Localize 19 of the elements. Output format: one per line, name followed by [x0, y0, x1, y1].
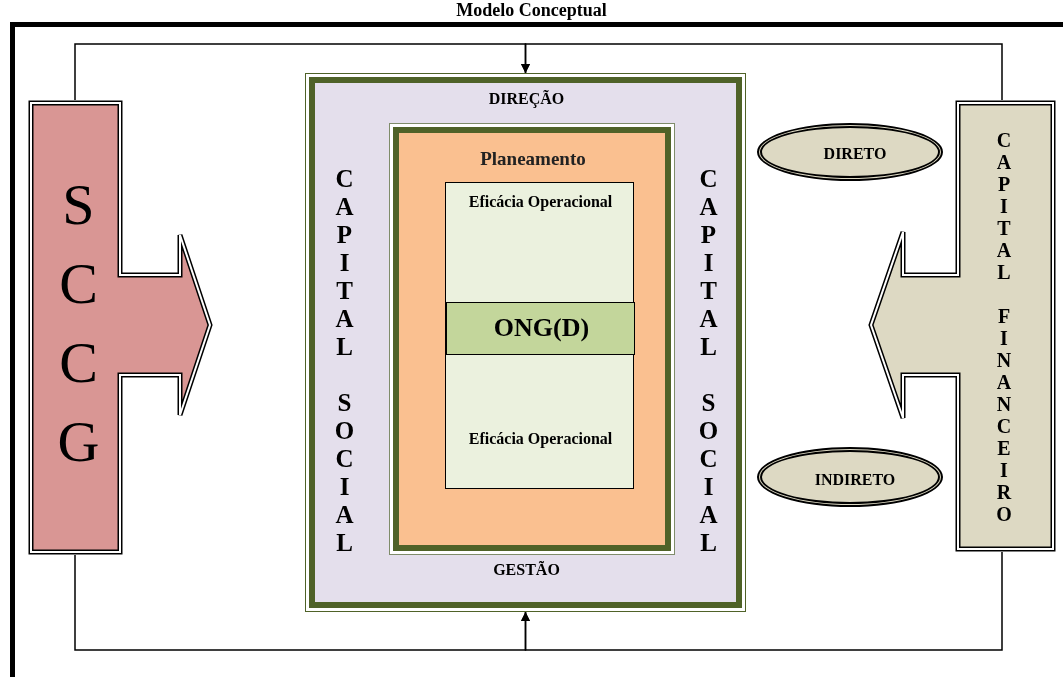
box-title: ONG(D) [492, 313, 591, 343]
framed-panel [305, 73, 746, 612]
box-text: Eficácia Operacional [467, 193, 614, 212]
text-box [445, 182, 634, 489]
vertical-label: CAPITAL SOCIAL [330, 164, 359, 559]
section-heading: GESTÃO [492, 561, 561, 580]
vertical-label: CAPITAL SOCIAL [694, 164, 723, 559]
text-box [446, 302, 635, 355]
framed-panel [389, 123, 675, 555]
box-heading: Planeamento [479, 148, 587, 170]
oval-label: INDIRETO [813, 471, 897, 490]
box-text: Eficácia Operacional [467, 430, 614, 449]
connector-arrow [521, 43, 1003, 101]
title: Modelo Conceptual [455, 0, 608, 20]
section-heading: DIREÇÃO [487, 90, 566, 109]
vertical-label: SCCG [48, 171, 108, 490]
vertical-label: CAPITAL FINANCEIRO [992, 128, 1016, 527]
oval-label: DIRETO [822, 145, 888, 164]
connector-arrow [521, 551, 1003, 651]
